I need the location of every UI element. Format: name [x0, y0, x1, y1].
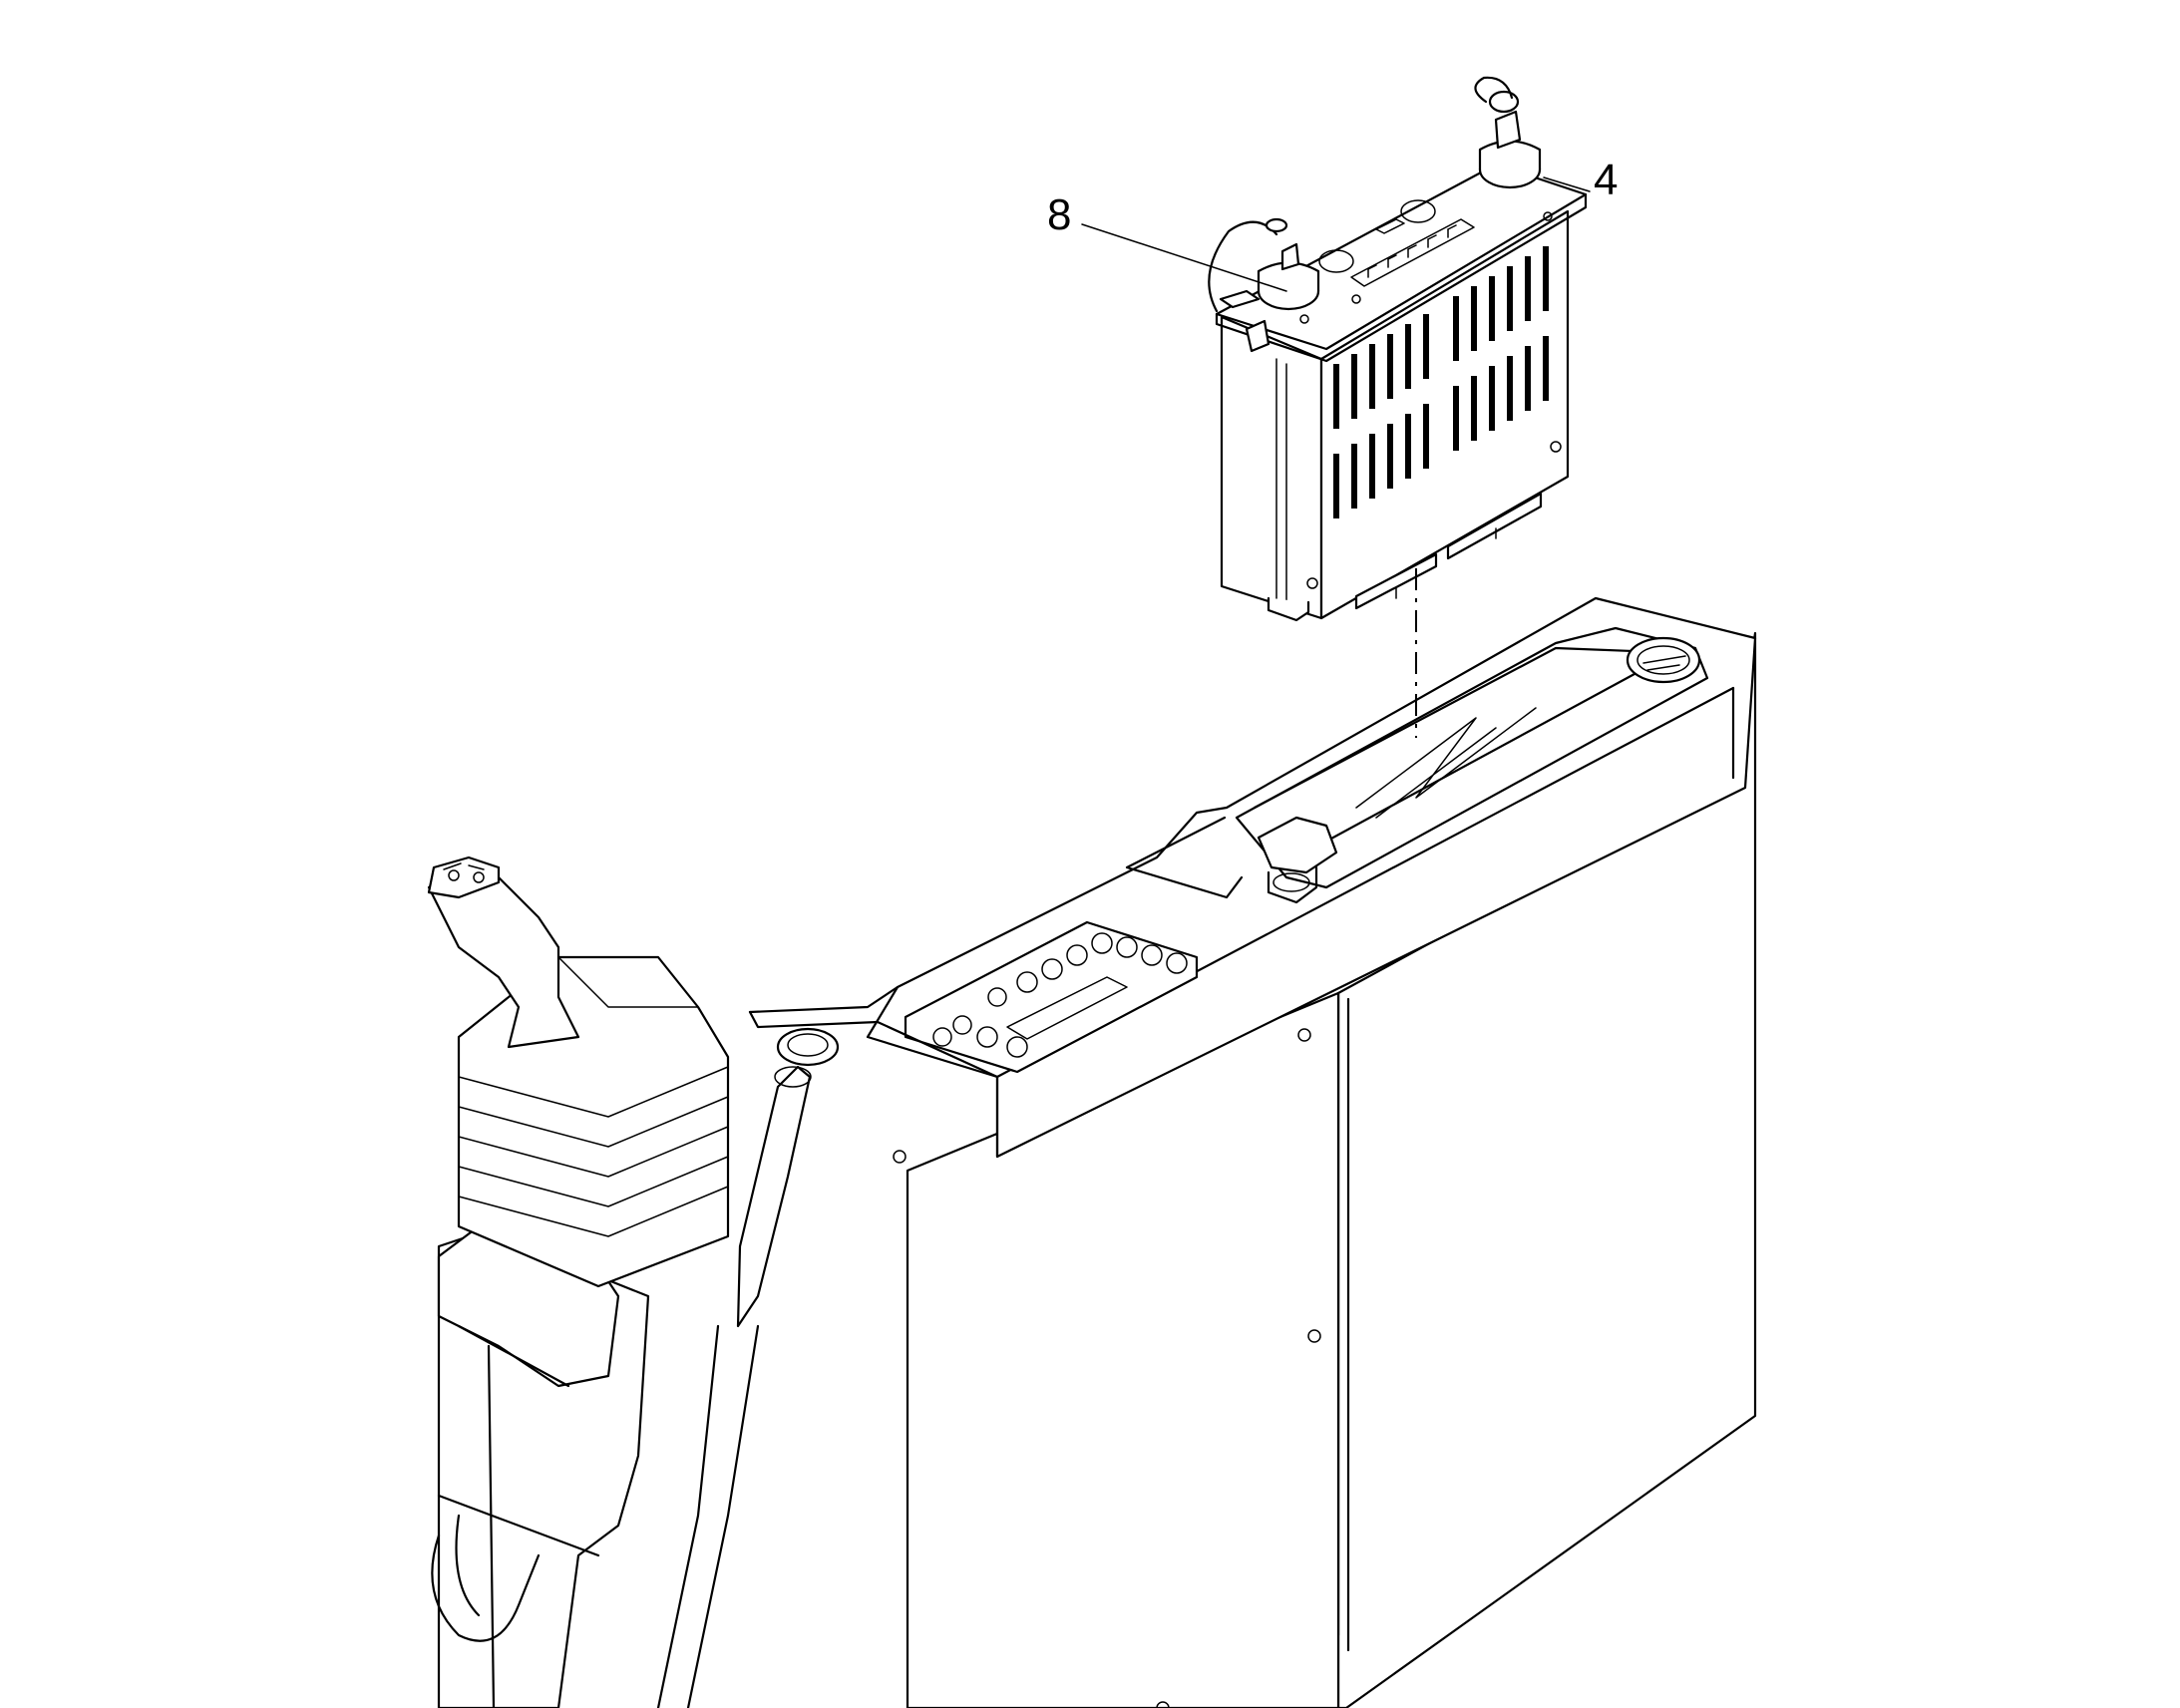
key-switch-4 — [1474, 76, 1542, 189]
keypad-buttons — [932, 932, 1188, 1058]
electronic-module — [1208, 76, 1588, 622]
callout-8: 8 — [1047, 190, 1287, 292]
callout-label-8: 8 — [1047, 190, 1071, 239]
joystick-assembly — [427, 855, 812, 1708]
callout-4: 4 — [1543, 156, 1618, 204]
module-vents — [1333, 246, 1549, 518]
callout-label-4: 4 — [1594, 156, 1618, 204]
module-display — [1350, 218, 1475, 287]
key-switch-8 — [1208, 217, 1320, 313]
cabinet-body — [516, 596, 1757, 1708]
